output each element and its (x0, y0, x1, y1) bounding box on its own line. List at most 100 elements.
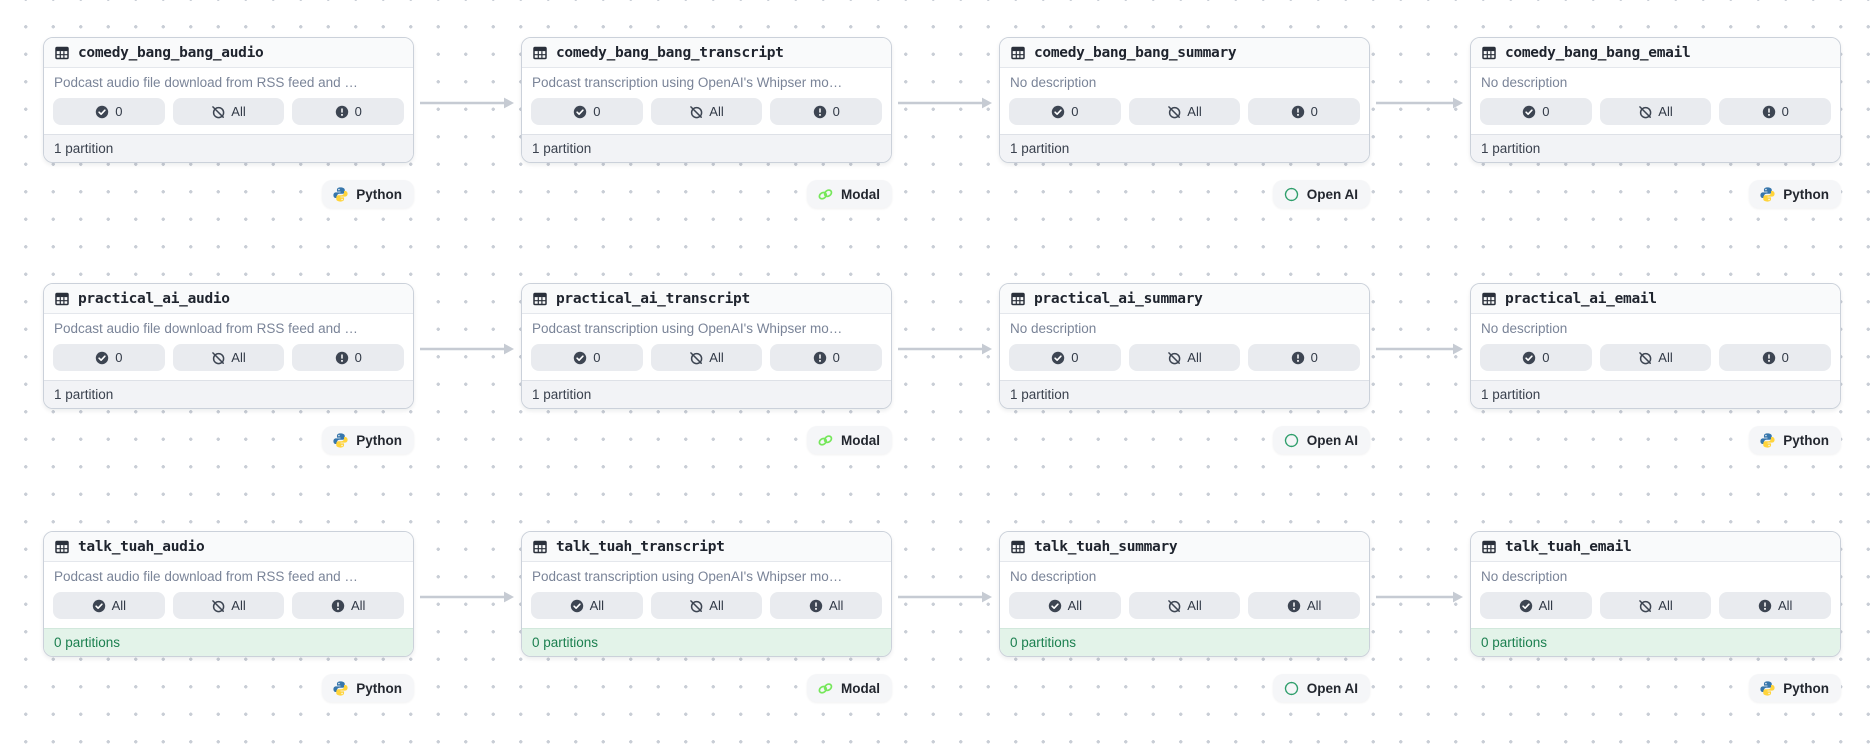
table-icon (1010, 291, 1026, 307)
asset-node[interactable]: comedy_bang_bang_email No description 0 (1470, 37, 1841, 163)
compute-kind-tag[interactable]: Python (1749, 426, 1841, 454)
partitions-label: 1 partition (54, 141, 114, 156)
missing-count: All (1658, 598, 1673, 613)
asset-description: Podcast audio file download from RSS fee… (54, 321, 358, 336)
asset-graph-node-cell: comedy_bang_bang_transcript Podcast tran… (521, 37, 892, 208)
missing-count: All (709, 350, 724, 365)
slash-circle-icon (1167, 351, 1181, 365)
compute-kind-label: Open AI (1306, 432, 1358, 448)
compute-kind-tag[interactable]: Python (322, 180, 414, 208)
missing-count-pill: All (1599, 592, 1712, 619)
failed-count: 0 (832, 104, 840, 119)
missing-count-pill: All (1128, 592, 1241, 619)
asset-graph-node-cell: practical_ai_transcript Podcast transcri… (521, 283, 892, 454)
asset-description: Podcast audio file download from RSS fee… (54, 569, 358, 584)
compute-kind-tag[interactable]: Modal (807, 426, 892, 454)
check-circle-icon (1051, 105, 1065, 119)
compute-kind-tag[interactable]: Modal (807, 674, 892, 702)
lineage-edge-arrow (420, 343, 514, 355)
failed-count-pill: 0 (292, 344, 405, 371)
failed-count-pill: 0 (1719, 98, 1832, 125)
compute-kind-label: Open AI (1306, 186, 1358, 202)
materialized-count-pill: All (1480, 592, 1592, 619)
asset-name: talk_tuah_transcript (556, 538, 725, 555)
python-icon (1759, 186, 1776, 203)
python-icon (332, 186, 349, 203)
partitions-label: 1 partition (1481, 141, 1541, 156)
alert-circle-icon (1291, 105, 1305, 119)
asset-status-pills: 0 All (1009, 98, 1361, 125)
asset-node-body: No description All (1000, 562, 1369, 628)
compute-kind-tag[interactable]: Python (322, 426, 414, 454)
table-icon (54, 291, 70, 307)
table-icon (1481, 539, 1497, 555)
materialized-count-pill: 0 (53, 98, 165, 125)
compute-kind-tag[interactable]: Python (322, 674, 414, 702)
asset-node[interactable]: comedy_bang_bang_transcript Podcast tran… (521, 37, 892, 163)
asset-node[interactable]: talk_tuah_transcript Podcast transcripti… (521, 531, 892, 657)
partitions-footer: 1 partition (1000, 380, 1369, 408)
partitions-label: 1 partition (532, 141, 592, 156)
asset-node-body: Podcast transcription using OpenAI's Whi… (522, 68, 891, 134)
slash-circle-icon (689, 351, 703, 365)
materialized-count-pill: 0 (1009, 344, 1121, 371)
check-circle-icon (1519, 599, 1533, 613)
asset-node-header: practical_ai_transcript (522, 284, 891, 314)
failed-count-pill: 0 (1719, 344, 1832, 371)
asset-node-header: talk_tuah_audio (44, 532, 413, 562)
table-icon (1481, 291, 1497, 307)
lineage-edge-arrow (420, 97, 514, 109)
asset-node[interactable]: talk_tuah_audio Podcast audio file downl… (43, 531, 414, 657)
alert-circle-icon (335, 351, 349, 365)
asset-node-body: Podcast transcription using OpenAI's Whi… (522, 314, 891, 380)
asset-node[interactable]: practical_ai_transcript Podcast transcri… (521, 283, 892, 409)
asset-name: talk_tuah_summary (1034, 538, 1178, 555)
compute-kind-tag[interactable]: Open AI (1272, 426, 1370, 454)
asset-node-header: comedy_bang_bang_summary (1000, 38, 1369, 68)
asset-node[interactable]: practical_ai_email No description 0 (1470, 283, 1841, 409)
materialized-count-pill: 0 (1480, 344, 1592, 371)
missing-count-pill: All (172, 98, 285, 125)
compute-kind-tag[interactable]: Python (1749, 180, 1841, 208)
partitions-footer: 1 partition (1000, 134, 1369, 162)
alert-circle-icon (809, 599, 823, 613)
alert-circle-icon (331, 599, 345, 613)
compute-kind-label: Python (356, 186, 402, 202)
python-icon (332, 432, 349, 449)
partitions-label: 0 partitions (54, 635, 121, 650)
asset-name: talk_tuah_email (1505, 538, 1632, 555)
asset-node[interactable]: practical_ai_summary No description 0 (999, 283, 1370, 409)
asset-description: Podcast audio file download from RSS fee… (54, 75, 358, 90)
asset-node-header: practical_ai_email (1471, 284, 1840, 314)
asset-status-pills: 0 All (1009, 344, 1361, 371)
asset-node[interactable]: comedy_bang_bang_audio Podcast audio fil… (43, 37, 414, 163)
asset-node[interactable]: comedy_bang_bang_summary No description … (999, 37, 1370, 163)
asset-node-header: talk_tuah_transcript (522, 532, 891, 562)
asset-name: practical_ai_transcript (556, 290, 750, 307)
asset-name: talk_tuah_audio (78, 538, 205, 555)
compute-kind-tag[interactable]: Modal (807, 180, 892, 208)
compute-kind-tag[interactable]: Open AI (1272, 180, 1370, 208)
materialized-count-pill: 0 (531, 344, 643, 371)
slash-circle-icon (1167, 105, 1181, 119)
asset-node[interactable]: practical_ai_audio Podcast audio file do… (43, 283, 414, 409)
partitions-label: 0 partitions (1010, 635, 1077, 650)
alert-circle-icon (1758, 599, 1772, 613)
compute-kind-tag[interactable]: Python (1749, 674, 1841, 702)
materialized-count-pill: 0 (53, 344, 165, 371)
alert-circle-icon (1762, 351, 1776, 365)
alert-circle-icon (1762, 105, 1776, 119)
asset-node[interactable]: talk_tuah_summary No description All (999, 531, 1370, 657)
failed-count: All (1306, 598, 1322, 613)
materialized-count-pill: All (1009, 592, 1121, 619)
asset-node[interactable]: talk_tuah_email No description All (1470, 531, 1841, 657)
partitions-label: 1 partition (1481, 387, 1541, 402)
compute-kind-label: Open AI (1306, 680, 1358, 696)
compute-kind-tag[interactable]: Open AI (1272, 674, 1370, 702)
partitions-label: 1 partition (532, 387, 592, 402)
asset-status-pills: 0 All (531, 344, 883, 371)
asset-status-pills: All All (531, 592, 883, 619)
materialized-count-pill: All (53, 592, 165, 619)
table-icon (1010, 45, 1026, 61)
